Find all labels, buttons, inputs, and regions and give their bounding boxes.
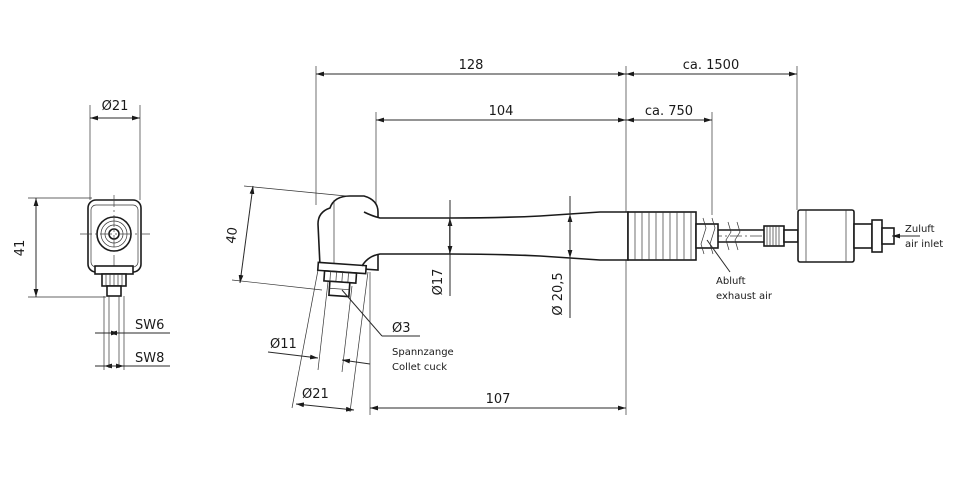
supply-label-de: Zuluft [905, 224, 935, 235]
hose-length-label: ca. 1500 [683, 58, 739, 73]
nose-diameter-small-label: Ø11 [270, 337, 297, 352]
collet-label-de: Spannzange [392, 347, 454, 358]
bottom-length-label: 107 [486, 392, 511, 407]
side-diameter-label: Ø21 [102, 99, 129, 114]
nose-diameter-large-label: Ø21 [302, 387, 329, 402]
hose-fitting [763, 225, 799, 247]
air-coupling [797, 209, 895, 263]
supply-hose [718, 229, 766, 243]
grip-body [449, 211, 629, 261]
body-length-label: 104 [489, 104, 514, 119]
head-height-label: 40 [224, 226, 241, 244]
sw8-label: SW8 [135, 351, 164, 366]
exhaust-label-en: exhaust air [716, 291, 773, 302]
collet-bore-label: Ø3 [392, 321, 411, 336]
overall-length-label: 128 [459, 58, 484, 73]
grip-diameter-label: Ø 20,5 [551, 272, 566, 315]
collet-label-en: Collet cuck [392, 362, 447, 373]
side-height-label: 41 [13, 240, 28, 257]
main-view: 128 ca. 1500 104 ca. 750 40 [224, 58, 943, 415]
exhaust-label-de: Abluft [716, 276, 746, 287]
sw6-label: SW6 [135, 318, 164, 333]
supply-label-en: air inlet [905, 239, 943, 250]
exhaust-length-label: ca. 750 [645, 104, 693, 119]
shaft-diameter-label: Ø17 [431, 269, 446, 296]
collet-nut [323, 270, 358, 298]
side-view: Ø21 41 SW6 SW8 [13, 99, 170, 370]
hose-bellows [627, 211, 697, 261]
